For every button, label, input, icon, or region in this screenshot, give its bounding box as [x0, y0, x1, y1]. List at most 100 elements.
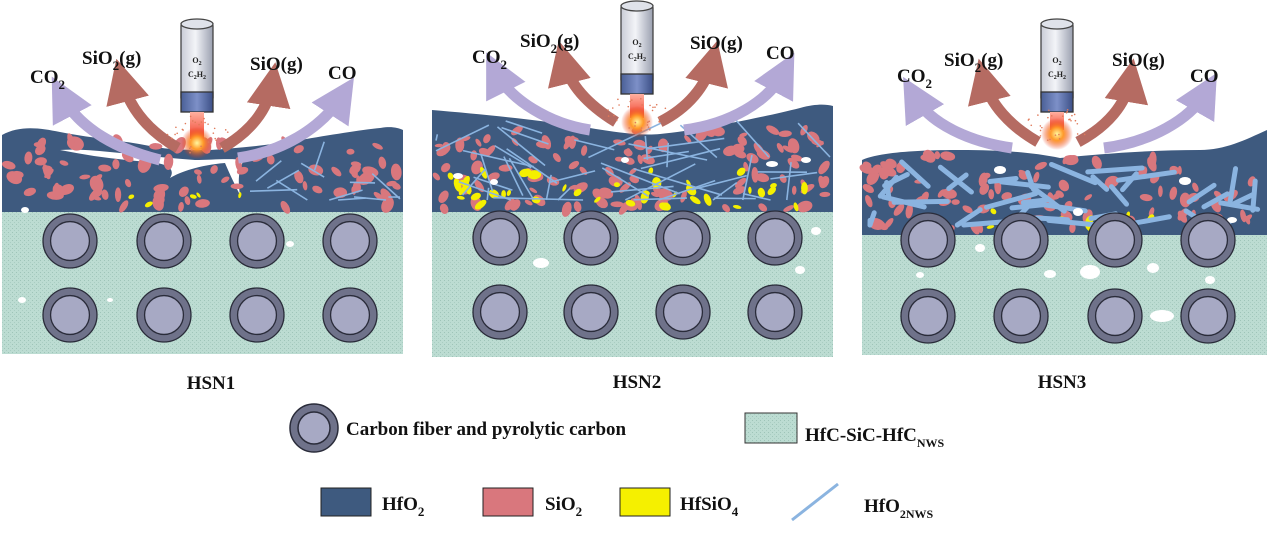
sio2-particle	[722, 204, 731, 213]
sio2-particle	[598, 187, 614, 199]
sio2-particle	[524, 199, 533, 206]
spark	[1050, 115, 1053, 117]
hfsio4-particle	[648, 167, 654, 175]
spark	[207, 123, 209, 125]
sio2-particle	[610, 201, 624, 208]
sio2-particle	[210, 165, 218, 174]
panel-label-hsn3: HSN3	[1038, 372, 1087, 393]
sio2-particle	[221, 176, 230, 183]
pore	[21, 207, 29, 213]
torch-label-3: O2 C2H2	[1048, 56, 1066, 81]
torch-assembly	[51, 18, 354, 166]
spark	[1041, 126, 1043, 129]
nanowire	[601, 167, 649, 198]
torch-assembly	[486, 0, 795, 138]
sio2-particle	[905, 203, 913, 219]
sio2-particle	[196, 174, 202, 184]
nanowire	[1201, 191, 1230, 210]
sio2-particle	[294, 170, 304, 184]
nanowire	[496, 126, 546, 167]
spark	[184, 122, 187, 125]
sio2-particle	[350, 161, 362, 167]
spark	[191, 149, 193, 151]
spark	[634, 125, 636, 127]
torch-and-gas-layer	[51, 0, 1217, 166]
sio2-particle	[1084, 194, 1093, 201]
sio2-particle	[178, 201, 184, 212]
sio2-particle	[112, 158, 120, 170]
nanowire	[742, 154, 753, 201]
carbon-fiber	[655, 284, 711, 340]
legend-matrix-label: HfC-SiC-HfCNWS	[805, 425, 945, 450]
pore	[1044, 270, 1056, 278]
sio2-particle	[439, 203, 449, 215]
legend-hfo2-nws: HfO2NWS	[791, 482, 934, 522]
sio2-particle	[723, 145, 738, 157]
spark	[226, 131, 229, 133]
nanowire	[249, 188, 298, 192]
nanowire	[867, 210, 877, 228]
carbon-fiber	[993, 212, 1049, 268]
sio2-particle	[153, 190, 161, 201]
legend-matrix: HfC-SiC-HfCNWS	[744, 412, 945, 450]
sio2-particle	[818, 175, 826, 188]
hfsio4-particle	[189, 194, 197, 199]
spark	[618, 104, 620, 106]
sio2-particle	[637, 154, 643, 165]
spark	[634, 121, 637, 124]
sio2-particle	[461, 136, 471, 142]
sio2-particle	[561, 201, 572, 217]
nanowire	[503, 156, 524, 197]
flame-icon	[181, 127, 213, 159]
sio2-particle	[619, 182, 631, 193]
sio2-particle	[378, 156, 387, 169]
nanowire	[880, 194, 927, 210]
sio2-particle	[791, 185, 797, 195]
nanowire	[329, 189, 363, 201]
panel-hsn2	[432, 104, 833, 357]
spark	[191, 120, 194, 122]
nanowires	[867, 159, 1261, 228]
spark	[174, 133, 176, 136]
sio2-particle	[982, 172, 991, 179]
nanowire	[1115, 169, 1177, 183]
spark	[1047, 116, 1049, 119]
spark	[213, 127, 216, 130]
hfsio4-particle	[573, 188, 582, 197]
spark	[1065, 111, 1068, 114]
spark	[627, 105, 630, 108]
nanowire	[1232, 191, 1257, 206]
sio2-particle	[979, 183, 990, 195]
sio2-particle	[23, 187, 36, 197]
sio2-particle	[1091, 155, 1102, 170]
spark	[1058, 133, 1060, 136]
hfsio4-particle	[736, 167, 746, 176]
hfsio4-particle	[144, 201, 153, 208]
torch-label-1: O2 C2H2	[188, 56, 206, 81]
nanowire	[266, 169, 300, 189]
spark	[220, 146, 222, 148]
carbon-fiber	[1087, 288, 1143, 344]
sio2-particle	[739, 132, 748, 138]
gas-label-sio2: SiO2(g)	[520, 31, 579, 56]
legend-hfo2-label: HfO2	[382, 494, 424, 519]
nanowire	[712, 182, 738, 201]
nanowire	[458, 181, 512, 201]
spark	[646, 124, 649, 126]
spark	[176, 132, 178, 135]
nanowire	[501, 126, 549, 145]
hfsio4-particle	[562, 184, 567, 192]
sio2-particle	[178, 186, 189, 197]
gas-label-co: CO	[766, 43, 795, 64]
sio2-particle	[67, 133, 75, 147]
sio2-particle	[1104, 175, 1119, 188]
sio2-particle	[386, 180, 397, 187]
spark	[652, 106, 654, 109]
sio2-particle	[941, 188, 957, 199]
sio2-particle	[922, 149, 936, 163]
sio2-particle	[124, 178, 132, 188]
pore	[916, 272, 924, 278]
sio2-particle	[438, 190, 449, 203]
nanowire	[640, 147, 721, 170]
carbon-fiber	[747, 284, 803, 340]
